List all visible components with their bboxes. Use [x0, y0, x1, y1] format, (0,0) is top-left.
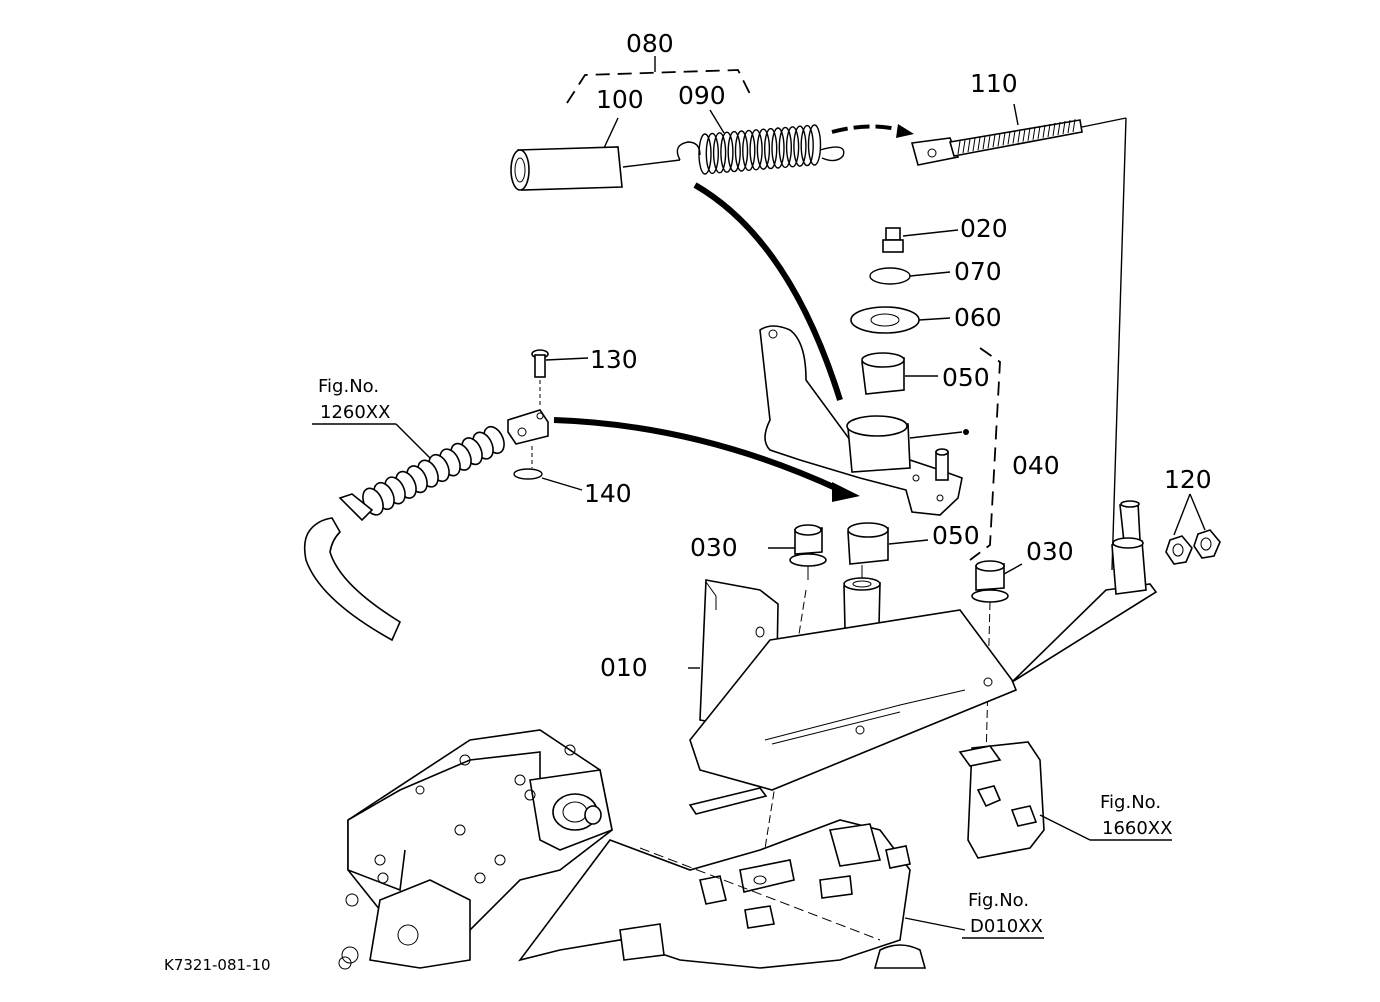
rod-thread	[957, 140, 961, 155]
rod-thread	[977, 137, 981, 151]
rod-thread	[1007, 131, 1011, 145]
rod-thread	[967, 139, 971, 153]
group-080-bracket	[566, 56, 753, 104]
rod-thread	[1002, 132, 1006, 146]
rod-thread	[1012, 130, 1016, 144]
part-050-bushing-upper	[861, 352, 938, 395]
part-050-bushing-lower	[847, 522, 929, 565]
spring-coil	[771, 127, 785, 169]
part-020-nipple	[882, 227, 959, 253]
rod-thread	[997, 133, 1001, 147]
label-050-upper: 050	[942, 363, 990, 392]
motion-arrow-spring	[831, 124, 914, 138]
spring-coil	[764, 127, 778, 170]
part-040-arm	[759, 325, 1001, 561]
label-050-lower: 050	[932, 521, 980, 550]
figref-1660-title: Fig.No.	[1100, 792, 1161, 813]
rod-thread	[1062, 120, 1066, 135]
spring-coil	[720, 131, 734, 173]
label-080: 080	[626, 29, 674, 58]
part-010-bracket	[688, 500, 1158, 815]
label-020: 020	[960, 214, 1008, 243]
rod-thread	[1042, 124, 1046, 138]
rod-thread	[1052, 122, 1056, 137]
label-030-left: 030	[690, 533, 738, 562]
spring-coil	[785, 126, 800, 168]
spring-coil	[749, 129, 763, 171]
part-030-bolt-right	[971, 560, 1023, 761]
spring-coil	[800, 124, 814, 167]
spring-coil	[698, 133, 712, 175]
spring-coil	[807, 124, 822, 166]
rod-thread	[987, 135, 991, 149]
spring-coil	[727, 130, 741, 173]
label-010: 010	[600, 653, 648, 682]
rod-thread	[1037, 125, 1041, 139]
figref-d010-title: Fig.No.	[968, 890, 1029, 911]
part-090-spring	[676, 109, 845, 175]
rod-thread	[962, 139, 966, 154]
figref-1660: Fig.No. 1660XX	[1090, 792, 1172, 841]
part-cable-1260	[303, 409, 860, 642]
label-140: 140	[584, 479, 632, 508]
label-100: 100	[596, 85, 644, 114]
rod-thread	[1072, 119, 1076, 133]
rod-thread	[1017, 129, 1021, 143]
rod-thread	[1067, 120, 1071, 134]
figref-d010: Fig.No. D010XX	[962, 890, 1044, 939]
figref-1660-code: 1660XX	[1102, 818, 1172, 839]
drawing-code: K7321-081-10	[164, 956, 271, 974]
engine-block	[338, 729, 966, 970]
rod-thread	[1057, 121, 1061, 136]
rod-thread	[982, 136, 986, 150]
part-070-snapring	[869, 267, 951, 285]
label-060: 060	[954, 303, 1002, 332]
label-120: 120	[1164, 465, 1212, 494]
spring-coil	[756, 128, 771, 170]
figref-1260-title: Fig.No.	[318, 376, 379, 397]
part-110-rod	[910, 103, 1127, 571]
part-140-clip	[513, 446, 583, 491]
rod-thread	[1047, 123, 1051, 137]
spring-coil	[778, 126, 792, 169]
label-040: 040	[1012, 451, 1060, 480]
rod-thread	[1022, 128, 1026, 142]
rod-thread	[1032, 126, 1036, 140]
spring-coil	[742, 129, 756, 172]
label-130: 130	[590, 345, 638, 374]
figref-1260: Fig.No. 1260XX	[312, 376, 431, 459]
ref-1660-bracket	[958, 741, 1091, 859]
figref-1260-code: 1260XX	[320, 402, 390, 423]
label-030-right: 030	[1026, 537, 1074, 566]
rod-thread	[992, 134, 996, 148]
spring-coil	[705, 132, 719, 175]
part-100-sleeve	[510, 117, 681, 191]
label-090: 090	[678, 81, 726, 110]
part-060-washer	[850, 306, 951, 334]
part-120-nuts	[1165, 493, 1221, 565]
rod-thread	[1027, 127, 1031, 141]
figref-d010-code: D010XX	[970, 916, 1043, 937]
spring-coil	[793, 125, 807, 167]
part-130-pin	[531, 349, 589, 408]
label-070: 070	[954, 257, 1002, 286]
rod-thread	[972, 138, 976, 152]
spring-coil	[734, 130, 749, 172]
spring-coil	[712, 132, 727, 174]
label-110: 110	[970, 69, 1018, 98]
